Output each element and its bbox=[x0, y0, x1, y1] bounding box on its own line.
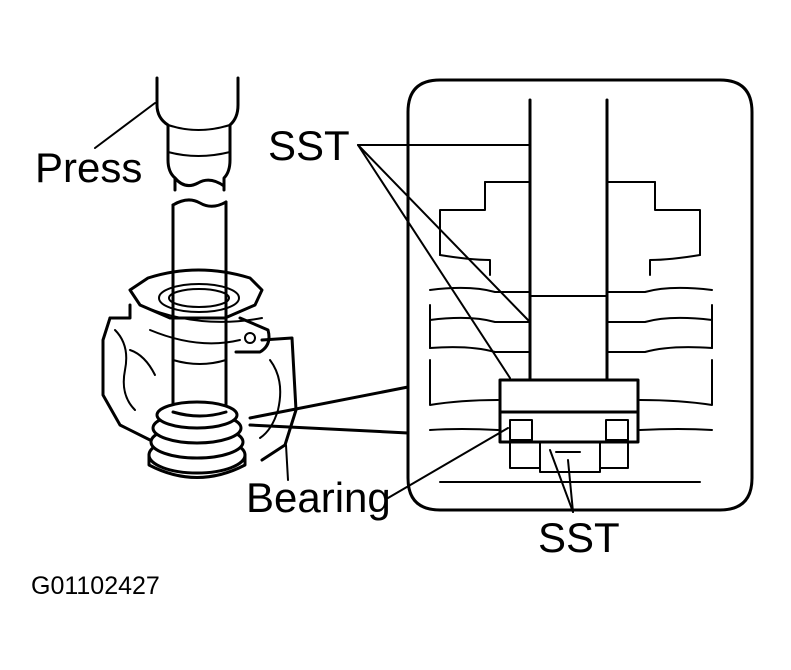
sst-bottom-label: SST bbox=[538, 514, 620, 561]
press-label: Press bbox=[35, 144, 142, 191]
sst-top-label: SST bbox=[268, 122, 350, 169]
detail-callout-lines bbox=[248, 385, 410, 435]
bearing-housing bbox=[101, 268, 298, 481]
figure-code: G01102427 bbox=[31, 572, 160, 600]
press-tool bbox=[155, 76, 240, 192]
bearing-label: Bearing bbox=[246, 474, 391, 521]
bearing bbox=[147, 400, 247, 479]
leader-lines bbox=[94, 102, 574, 513]
